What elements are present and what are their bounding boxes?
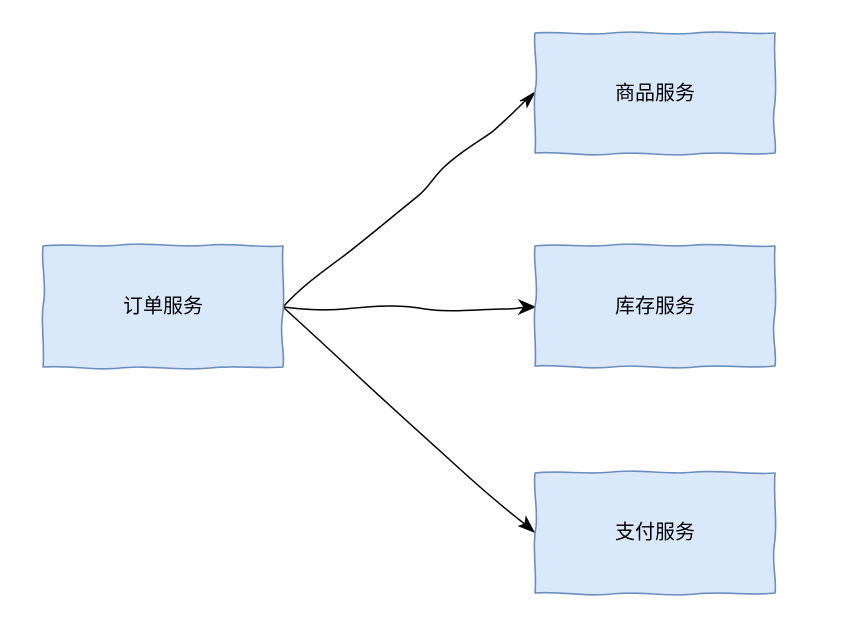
node-order-service-box xyxy=(41,243,285,370)
node-product-service[interactable]: 商品服务 xyxy=(533,31,777,156)
arrowhead-payment xyxy=(517,515,536,533)
node-product-service-label: 商品服务 xyxy=(615,81,695,105)
node-order-service-label: 订单服务 xyxy=(123,294,203,318)
node-payment-service-label: 支付服务 xyxy=(615,520,695,544)
node-inventory-service[interactable]: 库存服务 xyxy=(533,243,777,369)
edge-order-to-product xyxy=(282,99,527,308)
node-order-service[interactable]: 订单服务 xyxy=(41,243,285,370)
node-product-service-box xyxy=(533,31,777,156)
node-payment-service-box xyxy=(533,470,777,596)
node-payment-service[interactable]: 支付服务 xyxy=(533,470,777,596)
node-inventory-service-box xyxy=(533,243,777,369)
edges xyxy=(282,90,537,533)
edge-order-to-payment xyxy=(282,306,527,526)
arrowhead-inventory xyxy=(517,298,537,316)
node-inventory-service-label: 库存服务 xyxy=(615,294,695,318)
arrowhead-product xyxy=(519,90,537,109)
edge-order-to-inventory xyxy=(282,305,527,312)
